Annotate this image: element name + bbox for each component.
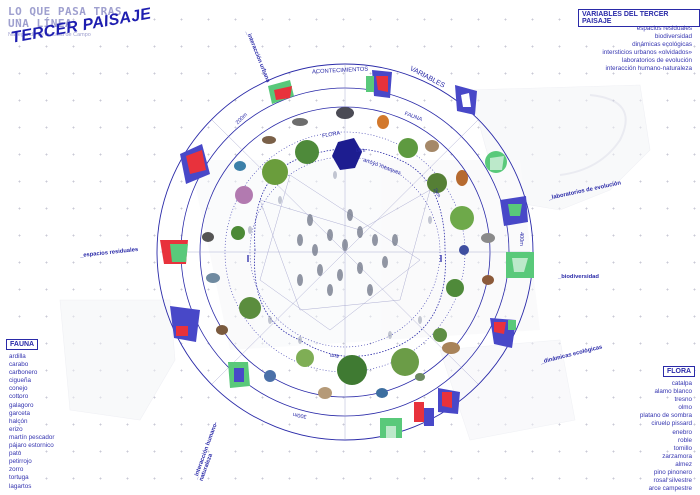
fauna-item: pájaro estornico bbox=[9, 442, 54, 450]
fauna-item: carbonero bbox=[9, 369, 38, 377]
fauna-animals bbox=[202, 107, 495, 399]
variable-item: dinámicas ecológicas bbox=[632, 41, 692, 49]
map-background bbox=[59, 84, 651, 441]
fauna-item: halcón bbox=[9, 417, 28, 425]
fauna-item: lagartos bbox=[9, 482, 32, 490]
fauna-item: ardilla bbox=[9, 353, 26, 360]
flora-list: catalpa alamo blanco tresno olmo platano… bbox=[572, 380, 692, 493]
center-specimens bbox=[297, 209, 398, 296]
flora-item: tomillo bbox=[673, 444, 692, 452]
variable-item: espacios residuales bbox=[636, 25, 692, 32]
header-subtitle: Navegando de la Casa de Campo bbox=[8, 32, 91, 38]
fauna-item: zorro bbox=[9, 466, 24, 474]
flora-item: enebro bbox=[672, 428, 692, 436]
flora-item: arce campestre bbox=[648, 485, 692, 493]
variable-item: interacción humano-naturaleza bbox=[605, 65, 692, 73]
flora-item: olmo bbox=[678, 404, 692, 412]
flora-item: alamo blanco bbox=[654, 388, 692, 396]
fauna-item: petirrojo bbox=[9, 458, 32, 466]
fauna-item: cottoro bbox=[9, 393, 29, 401]
variable-item: laboratorios de evolución bbox=[621, 57, 692, 65]
flora-item: zarzamora bbox=[662, 452, 692, 460]
fauna-list: ardilla carabo carbonero cigueña conejo … bbox=[9, 353, 55, 491]
header-title: LO QUE PASA TRAS UNA LÍNEA bbox=[8, 6, 158, 30]
fauna-item: erizo bbox=[9, 425, 23, 433]
flora-item: almez bbox=[675, 460, 692, 468]
fauna-item: tortuga bbox=[9, 474, 29, 482]
flora-item: rosal silvestre bbox=[653, 477, 693, 485]
fauna-item: pato bbox=[9, 450, 22, 458]
flora-item: platano de sombra bbox=[639, 412, 692, 420]
fauna-item: carabo bbox=[9, 361, 29, 369]
label-400m: 400m bbox=[517, 232, 524, 246]
event-blobs bbox=[160, 70, 534, 438]
flora-item: pino pinonero bbox=[653, 469, 692, 477]
fauna-title: FAUNA bbox=[6, 339, 39, 350]
flora-highlight bbox=[332, 138, 362, 170]
variable-item: biodiversidad bbox=[654, 33, 692, 41]
ring-ticks bbox=[247, 255, 442, 262]
label-biodiversidad: _biodiversidad bbox=[558, 274, 599, 280]
fauna-item: conejo bbox=[9, 385, 28, 393]
flora-item: ciruelo pissard bbox=[651, 420, 692, 428]
fauna-item: martín pescador bbox=[9, 433, 55, 441]
label-4km: 4km bbox=[330, 352, 340, 358]
path-specimens bbox=[248, 171, 432, 344]
variables-list: espacios residuales biodiversidad dinámi… bbox=[492, 25, 692, 74]
flora-trees bbox=[231, 138, 474, 385]
fauna-item: garceta bbox=[9, 409, 31, 417]
label-0km: 0km bbox=[356, 148, 366, 154]
variable-item: intersticios urbanos «olvidados» bbox=[602, 49, 692, 57]
fauna-item: galagoro bbox=[9, 401, 34, 409]
variables-title: VARIABLES DEL TERCER PAISAJE bbox=[578, 9, 700, 27]
header-line-1: LO QUE PASA TRAS bbox=[8, 5, 122, 18]
fauna-item: cigueña bbox=[9, 377, 32, 385]
flora-title: FLORA bbox=[663, 366, 696, 377]
flora-item: tresno bbox=[674, 396, 692, 404]
flora-item: roble bbox=[677, 436, 692, 444]
flora-item: catalpa bbox=[671, 380, 692, 387]
header-line-2: UNA LÍNEA bbox=[8, 17, 73, 30]
